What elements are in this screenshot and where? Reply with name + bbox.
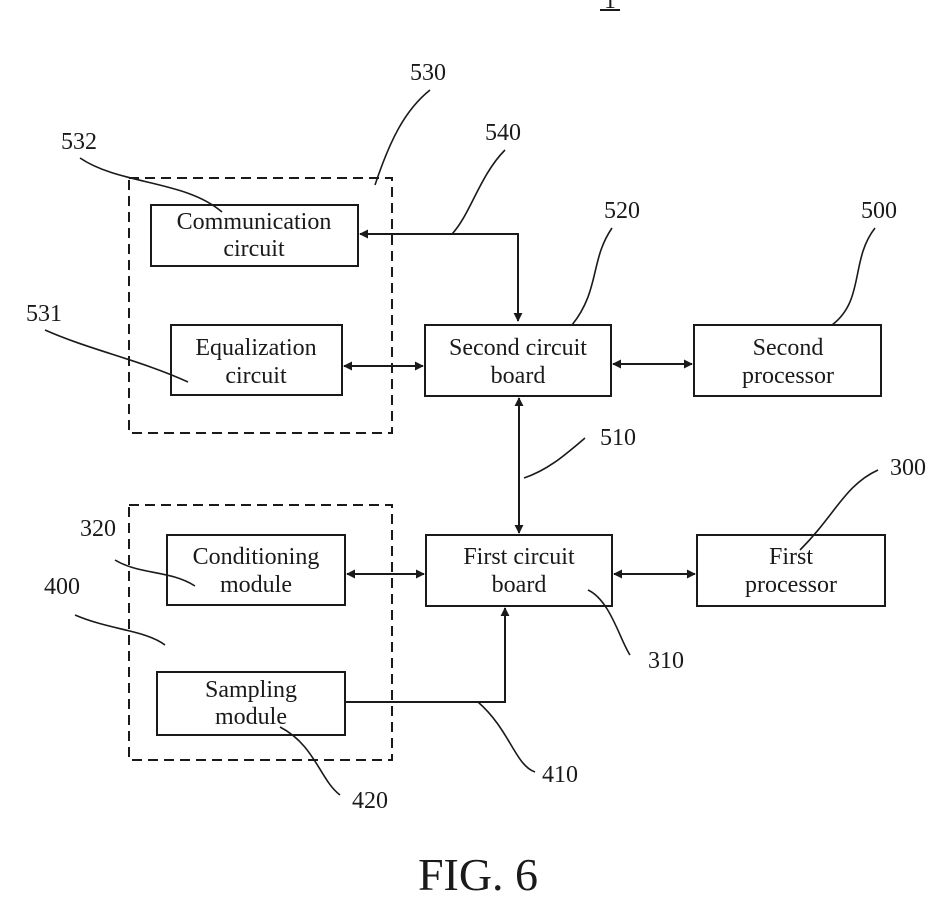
communication-circuit-label-1: Communication: [177, 209, 332, 235]
conditioning-module-block: Conditioning module: [167, 535, 345, 605]
ref-531: 531: [26, 301, 62, 327]
leader-510: [524, 438, 585, 478]
equalization-circuit-label-1: Equalization: [195, 335, 316, 361]
leader-540: [452, 150, 505, 234]
ref-520: 520: [604, 198, 640, 224]
second-processor-label-2: processor: [742, 363, 834, 389]
second-processor-block: Second processor: [694, 325, 881, 396]
conditioning-module-label-1: Conditioning: [193, 544, 320, 570]
sampling-module-block: Sampling module: [157, 672, 345, 735]
first-processor-label-2: processor: [745, 572, 837, 598]
ref-510: 510: [600, 425, 636, 451]
leader-530: [375, 90, 430, 185]
ref-530: 530: [410, 60, 446, 86]
second-circuit-board-label-2: board: [491, 363, 546, 389]
leader-410: [478, 702, 535, 772]
sampling-module-label-1: Sampling: [205, 677, 297, 703]
second-circuit-board-block: Second circuit board: [425, 325, 611, 396]
communication-circuit-block: Communication circuit: [151, 205, 358, 266]
leader-531: [45, 330, 188, 382]
connection-540: [360, 234, 518, 321]
leader-500: [832, 228, 875, 325]
ref-410: 410: [542, 762, 578, 788]
ref-320: 320: [80, 516, 116, 542]
communication-circuit-label-2: circuit: [223, 236, 285, 262]
equalization-circuit-label-2: circuit: [225, 363, 287, 389]
equalization-circuit-block: Equalization circuit: [171, 325, 342, 395]
ref-420: 420: [352, 788, 388, 814]
second-processor-label-1: Second: [753, 335, 824, 361]
leader-532: [80, 158, 222, 212]
first-circuit-board-block: First circuit board: [426, 535, 612, 606]
ref-310: 310: [648, 648, 684, 674]
connection-410: [345, 608, 505, 702]
leader-520: [572, 228, 612, 325]
leader-400: [75, 615, 165, 645]
ref-540: 540: [485, 120, 521, 146]
ref-300: 300: [890, 455, 926, 481]
first-circuit-board-label-1: First circuit: [463, 544, 575, 570]
top-reference-numeral: 1: [604, 0, 616, 14]
ref-500: 500: [861, 198, 897, 224]
figure-caption: FIG. 6: [418, 849, 538, 900]
sampling-module-label-2: module: [215, 704, 287, 730]
ref-400: 400: [44, 574, 80, 600]
ref-532: 532: [61, 129, 97, 155]
first-processor-label-1: First: [769, 544, 813, 570]
first-circuit-board-label-2: board: [492, 572, 547, 598]
conditioning-module-label-2: module: [220, 572, 292, 598]
first-processor-block: First processor: [697, 535, 885, 606]
second-circuit-board-label-1: Second circuit: [449, 335, 587, 361]
